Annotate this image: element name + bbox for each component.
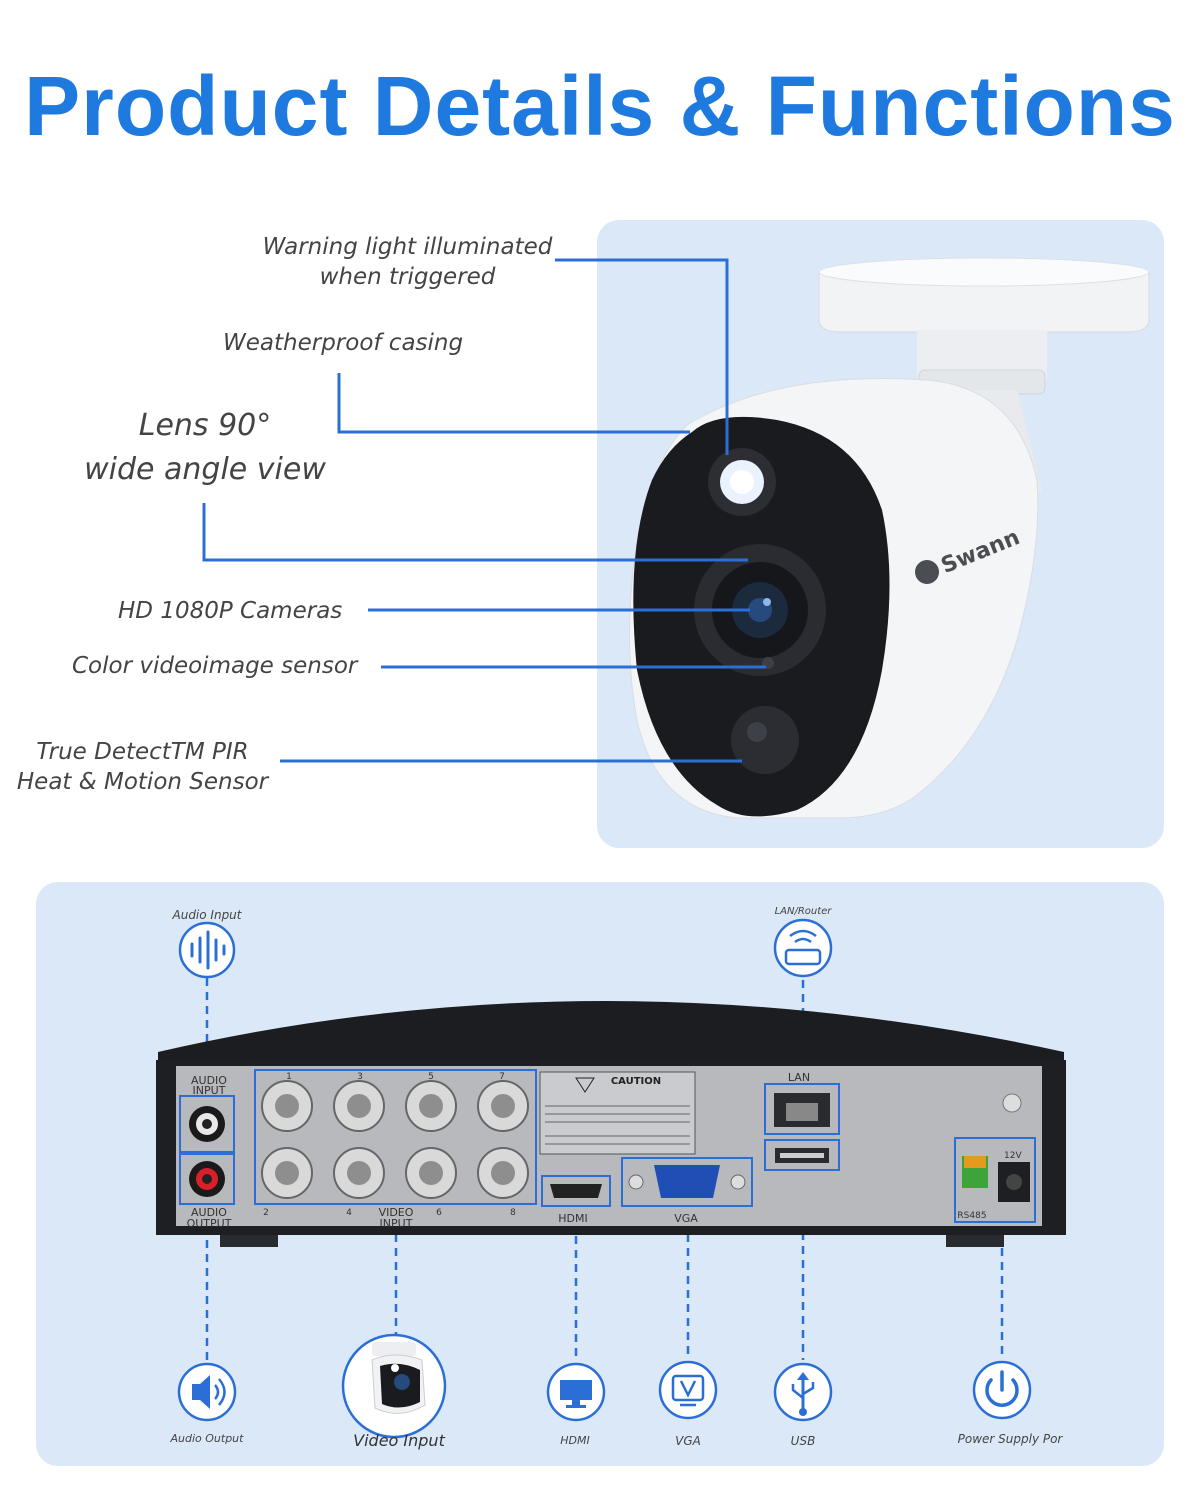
vga-text: VGA [674, 1212, 698, 1225]
lens-label-line2: wide angle view [84, 452, 326, 487]
warning-light-label-line2: when triggered [319, 264, 496, 290]
page-title: Product Details & Functions [24, 59, 1176, 153]
router-icon [773, 918, 833, 978]
power-icon [972, 1360, 1032, 1420]
warning-light-label: Warning light illuminated when triggered [250, 232, 565, 292]
dvr-illustration: AUDIO INPUT AUDIO OUTPUT 1 3 5 7 2 4 6 8… [156, 918, 1066, 1439]
speaker-icon [177, 1362, 237, 1422]
audio-input-icon [178, 921, 236, 979]
rs485-text: RS485 [957, 1211, 986, 1221]
camera-illustration: Swann [629, 257, 1150, 819]
vga-icon [658, 1360, 718, 1420]
hd-label: HD 1080P Cameras [118, 598, 343, 624]
audio-in-text-2: INPUT [193, 1084, 226, 1097]
power-label: Power Supply Por [957, 1432, 1063, 1446]
monitor-icon [546, 1362, 606, 1422]
warning-light-line [555, 258, 729, 455]
caution-text: CAUTION [611, 1076, 661, 1087]
video-text: VIDEO [379, 1206, 414, 1219]
ch8-text: 8 [510, 1208, 516, 1218]
weatherproof-line [337, 373, 690, 434]
lan-router-label: LAN/Router [774, 906, 832, 917]
audio-output-label: Audio Output [170, 1432, 244, 1445]
audio-input-label: Audio Input [172, 908, 242, 922]
pir-label-line2: Heat & Motion Sensor [16, 769, 269, 795]
warning-light-label-line1: Warning light illuminated [262, 234, 553, 260]
sensor-label: Color videoimage sensor [72, 653, 358, 679]
lens-label-line1: Lens 90° [138, 408, 272, 443]
volt-text: 12V [1004, 1151, 1022, 1161]
ch1-text: 1 [286, 1072, 292, 1082]
usb-icon [773, 1362, 833, 1422]
lan-text: LAN [788, 1071, 810, 1084]
audio-out-text: AUDIO [191, 1206, 227, 1219]
ch5-text: 5 [428, 1072, 434, 1082]
video-text-2: INPUT [380, 1217, 413, 1230]
audio-in-text: AUDIO [191, 1074, 227, 1087]
vga-label: VGA [675, 1434, 701, 1448]
ch3-text: 3 [357, 1072, 363, 1082]
hdmi-label: HDMI [560, 1434, 590, 1447]
ch4-text: 4 [346, 1208, 352, 1218]
weatherproof-label: Weatherproof casing [223, 330, 464, 356]
pir-label: True DetectTM PIR Heat & Motion Sensor [15, 737, 270, 797]
usb-label: USB [790, 1434, 816, 1448]
lens-label: Lens 90° wide angle view [60, 404, 350, 492]
hdmi-text: HDMI [558, 1212, 587, 1225]
lens-line [202, 503, 748, 562]
ch2-text: 2 [263, 1208, 269, 1218]
camera-callout-lines [202, 258, 766, 763]
video-input-label: Video Input [353, 1431, 445, 1450]
camera-thumbnail-icon [341, 1333, 447, 1439]
ch7-text: 7 [499, 1072, 505, 1082]
pir-label-line1: True DetectTM PIR [36, 739, 249, 765]
audio-out-text-2: OUTPUT [187, 1217, 232, 1230]
ch6-text: 6 [436, 1208, 442, 1218]
